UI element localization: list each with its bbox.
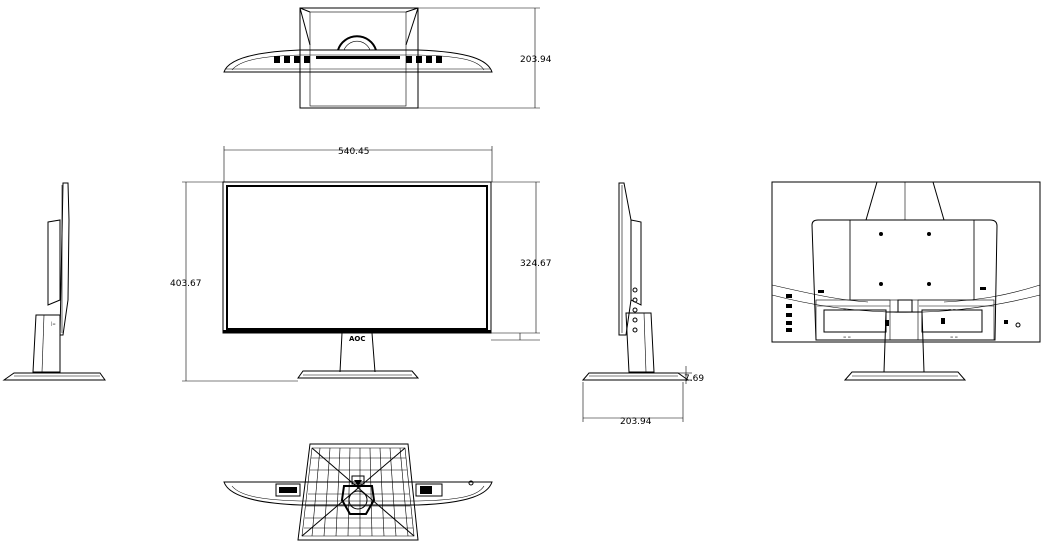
svg-text:= =: = = [843,334,851,339]
top-vent-slots [274,56,442,63]
svg-text:= =: = = [843,307,851,312]
front-logo: AOC [349,335,366,343]
base-grid [301,447,415,537]
dim-front-total-height: 403.67 [170,279,202,289]
svg-text:|=: |= [51,321,56,326]
left-side-view: |= [2,182,106,381]
top-view: 203.94 [223,7,552,109]
dim-front-panel-height: 324.67 [520,259,552,269]
rear-view: = = = = = = = = [771,181,1041,381]
dim-top-depth: 203.94 [520,55,552,65]
front-view: 540.45 AOC 403.67 324.67 [170,146,552,382]
svg-text:= =: = = [948,307,956,312]
dim-side-stand-height: 7.69 [684,374,704,384]
dim-side-base-depth: 203.94 [620,417,652,427]
right-side-view: 7.69 203.94 [581,182,704,427]
svg-text:= =: = = [950,334,958,339]
vesa-holes [879,232,931,286]
dim-front-width: 540.45 [338,147,370,157]
bottom-view [223,443,493,541]
